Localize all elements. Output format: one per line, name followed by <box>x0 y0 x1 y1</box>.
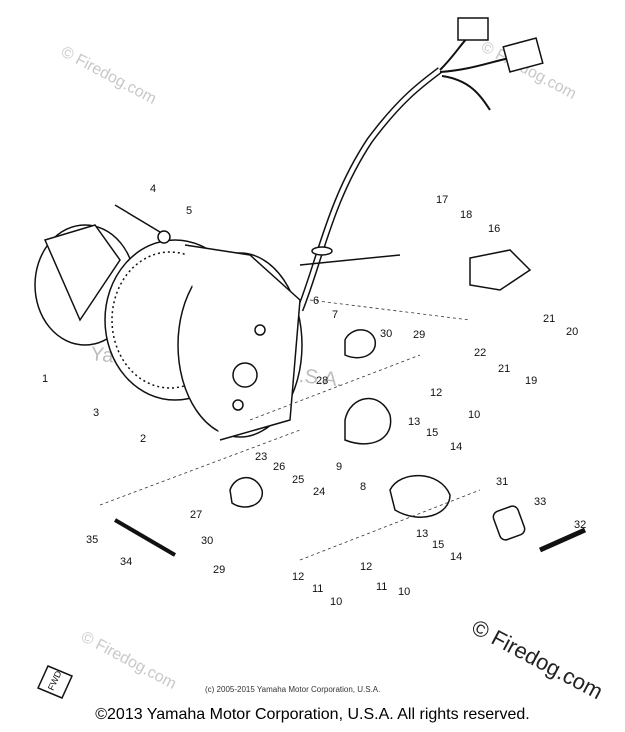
callout-27: 27 <box>190 509 202 521</box>
copyright-footer: ©2013 Yamaha Motor Corporation, U.S.A. A… <box>95 706 530 723</box>
callout-15b: 15 <box>432 539 444 551</box>
callout-13a: 13 <box>408 416 420 428</box>
callout-31: 31 <box>496 476 508 488</box>
callout-21b: 21 <box>498 363 510 375</box>
breaker-plates <box>113 249 587 557</box>
callout-33: 33 <box>534 496 546 508</box>
watermark-large-bottom-right: © Firedog.com <box>468 614 607 704</box>
callout-14b: 14 <box>450 551 462 563</box>
callout-26: 26 <box>273 461 285 473</box>
callout-30b: 30 <box>201 535 213 547</box>
callout-29a: 29 <box>413 329 425 341</box>
callout-10a: 10 <box>468 409 480 421</box>
callout-20: 20 <box>566 326 578 338</box>
callout-35: 35 <box>86 534 98 546</box>
fwd-arrow: FWD <box>36 665 74 699</box>
callout-17: 17 <box>436 194 448 206</box>
connector-2 <box>502 37 544 73</box>
watermark-bottom-left: © Firedog.com <box>78 629 179 693</box>
callout-34: 34 <box>120 556 132 568</box>
callout-14a: 14 <box>450 441 462 453</box>
callout-25: 25 <box>292 474 304 486</box>
leader-lines <box>99 299 481 561</box>
callout-3: 3 <box>93 407 99 419</box>
inner-copyright: (c) 2005-2015 Yamaha Motor Corporation, … <box>205 685 380 694</box>
rotor-assembly <box>34 204 303 441</box>
callout-12c: 12 <box>292 571 304 583</box>
callout-16: 16 <box>488 223 500 235</box>
callout-4: 4 <box>150 183 156 195</box>
callout-11a: 11 <box>376 581 387 593</box>
callout-15a: 15 <box>426 427 438 439</box>
callout-30a: 30 <box>380 328 392 340</box>
callout-6: 6 <box>313 295 319 307</box>
callout-23: 23 <box>255 451 267 463</box>
callout-10b: 10 <box>398 586 410 598</box>
callout-7: 7 <box>332 309 338 321</box>
callout-1: 1 <box>42 373 48 385</box>
callout-11b: 11 <box>312 583 323 595</box>
wiring-harness <box>296 17 544 312</box>
callout-28: 28 <box>316 375 328 387</box>
callout-29b: 29 <box>213 564 225 576</box>
callout-13b: 13 <box>416 528 428 540</box>
callout-19: 19 <box>525 375 537 387</box>
connector-1 <box>457 17 489 41</box>
watermark-top-left: © Firedog.com <box>58 44 159 108</box>
callout-12b: 12 <box>360 561 372 573</box>
callout-8: 8 <box>360 481 366 493</box>
callout-12a: 12 <box>430 387 442 399</box>
callout-9: 9 <box>336 461 342 473</box>
callout-2: 2 <box>140 433 146 445</box>
callout-24: 24 <box>313 486 325 498</box>
callout-numbers: 1 2 3 4 5 6 7 8 9 10 10 10 11 11 12 12 1… <box>42 183 586 608</box>
callout-10c: 10 <box>330 596 342 608</box>
callout-18: 18 <box>460 209 472 221</box>
callout-32: 32 <box>574 519 586 531</box>
callout-21a: 21 <box>543 313 555 325</box>
callout-22: 22 <box>474 347 486 359</box>
callout-5: 5 <box>186 205 192 217</box>
